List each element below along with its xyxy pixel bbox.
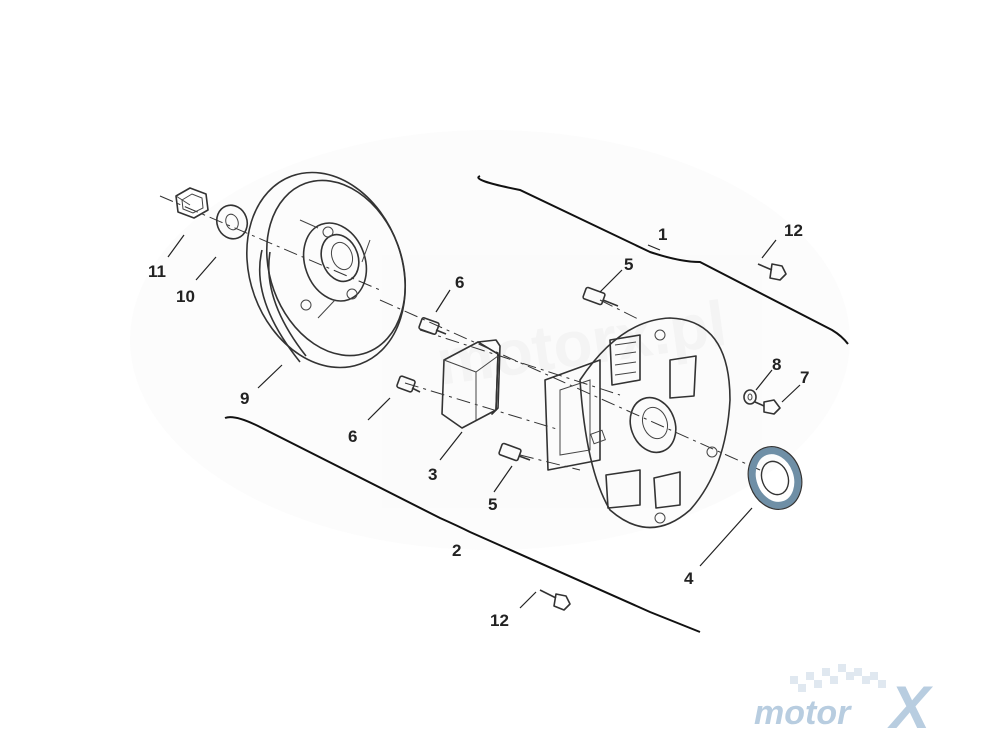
callout-10: 10 [176, 287, 195, 306]
callout-1: 1 [658, 225, 667, 244]
hex-nut [175, 187, 209, 219]
pulser-coil [441, 339, 501, 429]
logo-text-x: X [887, 674, 934, 741]
hex-bolt-upper [757, 263, 787, 281]
flywheel-rotor [246, 171, 407, 369]
small-washer [743, 389, 757, 405]
callout-9: 9 [240, 389, 249, 408]
callout-4: 4 [684, 569, 694, 588]
screw-lower [396, 375, 421, 393]
assembly-bracket-1 [477, 175, 849, 345]
callout-12-upper: 12 [784, 221, 803, 240]
hex-bolt-lower [539, 589, 571, 611]
screw-upper [418, 317, 447, 335]
callout-5-upper: 5 [624, 255, 633, 274]
callout-6-upper: 6 [455, 273, 464, 292]
checkered-flag-icon [790, 664, 886, 692]
callout-2: 2 [452, 541, 461, 560]
callout-5-lower: 5 [488, 495, 497, 514]
oil-seal [747, 446, 803, 510]
motorx-logo: motor X [754, 664, 934, 741]
leader-lines [167, 234, 801, 609]
washer [215, 204, 249, 240]
callout-6-lower: 6 [348, 427, 357, 446]
callout-labels: 1 2 3 4 5 5 6 6 7 8 9 10 11 12 12 [148, 221, 809, 630]
small-bolt [754, 399, 781, 415]
callout-12-lower: 12 [490, 611, 509, 630]
stator-base-plate [544, 317, 731, 529]
callout-3: 3 [428, 465, 437, 484]
assembly-bracket-2 [224, 416, 701, 633]
callout-7: 7 [800, 368, 809, 387]
stator-screw-lower [498, 442, 531, 462]
callout-8: 8 [772, 355, 781, 374]
logo-text-motor: motor [754, 694, 852, 732]
stator-screw-upper [582, 286, 619, 307]
callout-11: 11 [148, 262, 166, 281]
